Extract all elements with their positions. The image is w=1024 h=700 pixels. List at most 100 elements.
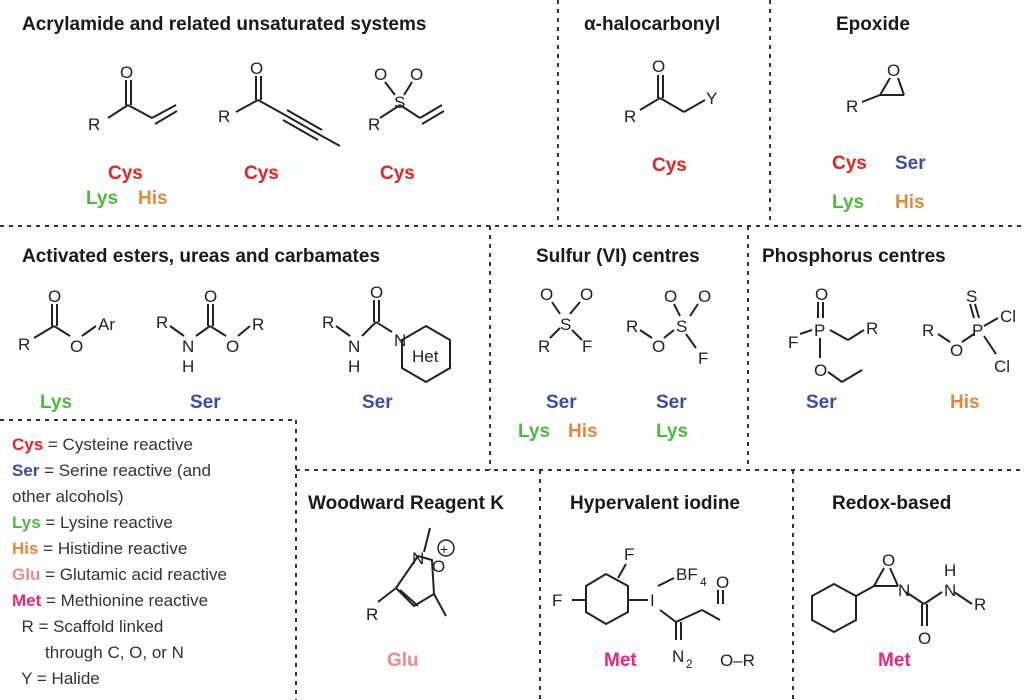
svg-text:S: S [394, 93, 405, 112]
phos-label-his: His [950, 392, 980, 413]
svg-text:Cl: Cl [994, 357, 1010, 376]
esters-title: Activated esters, ureas and carbamates [22, 246, 381, 267]
legend-row-met: Met = Methionine reactive [12, 591, 209, 610]
svg-text:F: F [788, 333, 798, 352]
svg-text:R: R [218, 107, 230, 126]
svg-text:N: N [672, 647, 684, 666]
esters-label-ser-2: Ser [362, 392, 393, 413]
svg-text:P: P [972, 321, 983, 340]
svg-text:S: S [560, 315, 571, 334]
svg-text:4: 4 [700, 575, 707, 589]
svg-text:R: R [846, 97, 858, 116]
phosphorus-title: Phosphorus centres [762, 246, 946, 267]
svg-text:BF: BF [676, 565, 698, 584]
svg-text:R: R [626, 317, 638, 336]
svg-text:R: R [368, 115, 380, 134]
sulfur-label-ser-1: Ser [546, 392, 577, 413]
epox-label-lys: Lys [832, 192, 865, 213]
svg-text:R: R [366, 605, 378, 624]
svg-text:O: O [698, 287, 711, 306]
svg-text:O: O [580, 285, 593, 304]
svg-text:R: R [922, 321, 934, 340]
legend-row-his: His = Histidine reactive [12, 539, 188, 558]
acryl-label-cys-2: Cys [244, 163, 279, 184]
svg-text:O: O [374, 65, 387, 84]
svg-text:Cl: Cl [1000, 307, 1016, 326]
sulfur-label-lys-2: Lys [656, 421, 689, 442]
svg-text:O: O [120, 63, 133, 82]
legend-row-r: R = Scaffold linked [12, 617, 164, 636]
acryl-label-cys-1: Cys [108, 163, 143, 184]
svg-text:+: + [440, 541, 448, 557]
svg-text:R: R [538, 337, 550, 356]
svg-text:H: H [348, 357, 360, 376]
woodward-title: Woodward Reagent K [308, 493, 504, 514]
svg-text:R: R [18, 335, 30, 354]
sulfur-label-lys-1: Lys [518, 421, 551, 442]
svg-text:N: N [348, 337, 360, 356]
sulfur-label-his: His [568, 421, 598, 442]
acryl-label-lys: Lys [86, 188, 119, 209]
svg-text:R: R [624, 107, 636, 126]
svg-text:O: O [540, 285, 553, 304]
svg-text:R: R [322, 313, 334, 332]
acryl-label-his: His [138, 188, 168, 209]
legend-row-glu: Glu = Glutamic acid reactive [12, 565, 227, 584]
svg-text:O: O [432, 557, 445, 576]
svg-text:F: F [624, 545, 634, 564]
svg-text:R: R [156, 313, 168, 332]
acrylamide-title: Acrylamide and related unsaturated syste… [22, 14, 427, 35]
svg-text:O: O [664, 287, 677, 306]
legend-row-y: Y = Halide [12, 669, 100, 688]
legend-row-ser: Ser = Serine reactive (and [12, 461, 211, 480]
iodine-label-met: Met [604, 650, 637, 671]
svg-text:H: H [944, 561, 956, 580]
legend-row-r-cont: through C, O, or N [12, 643, 184, 662]
acryl-label-cys-3: Cys [380, 163, 415, 184]
svg-text:O: O [887, 61, 900, 80]
svg-text:F: F [698, 349, 708, 368]
svg-text:O: O [918, 629, 931, 648]
svg-text:O: O [652, 57, 665, 76]
svg-text:P: P [814, 321, 825, 340]
epoxide-title: Epoxide [836, 14, 910, 35]
redox-label-met: Met [878, 650, 911, 671]
svg-text:O: O [410, 65, 423, 84]
svg-text:O: O [950, 341, 963, 360]
phos-label-ser: Ser [806, 392, 837, 413]
svg-text:O: O [226, 337, 239, 356]
svg-text:O: O [815, 285, 828, 304]
legend-row-cys: Cys = Cysteine reactive [12, 435, 193, 454]
svg-text:O: O [250, 59, 263, 78]
legend: Cys = Cysteine reactive Ser = Serine rea… [12, 432, 227, 692]
svg-text:O: O [882, 551, 895, 570]
epox-label-his: His [895, 192, 925, 213]
svg-text:Y: Y [706, 89, 717, 108]
sulfur-title: Sulfur (VI) centres [536, 246, 700, 267]
halo-label-cys: Cys [652, 155, 687, 176]
svg-text:O: O [814, 361, 827, 380]
svg-text:R: R [866, 319, 878, 338]
legend-row-ser-cont: other alcohols) [12, 487, 124, 506]
svg-text:N: N [394, 331, 406, 350]
esters-label-lys: Lys [40, 392, 73, 413]
svg-text:2: 2 [686, 657, 693, 671]
svg-text:O–R: O–R [720, 651, 755, 670]
svg-text:R: R [88, 115, 100, 134]
epox-label-cys: Cys [832, 153, 867, 174]
sulfur-label-ser-2: Ser [656, 392, 687, 413]
svg-text:S: S [966, 287, 977, 306]
redox-title: Redox-based [832, 493, 952, 514]
esters-label-ser-1: Ser [190, 392, 221, 413]
svg-text:Het: Het [412, 347, 439, 366]
woodward-label-glu: Glu [387, 650, 419, 671]
svg-text:O: O [204, 287, 217, 306]
svg-text:I: I [650, 591, 655, 610]
svg-text:F: F [582, 337, 592, 356]
